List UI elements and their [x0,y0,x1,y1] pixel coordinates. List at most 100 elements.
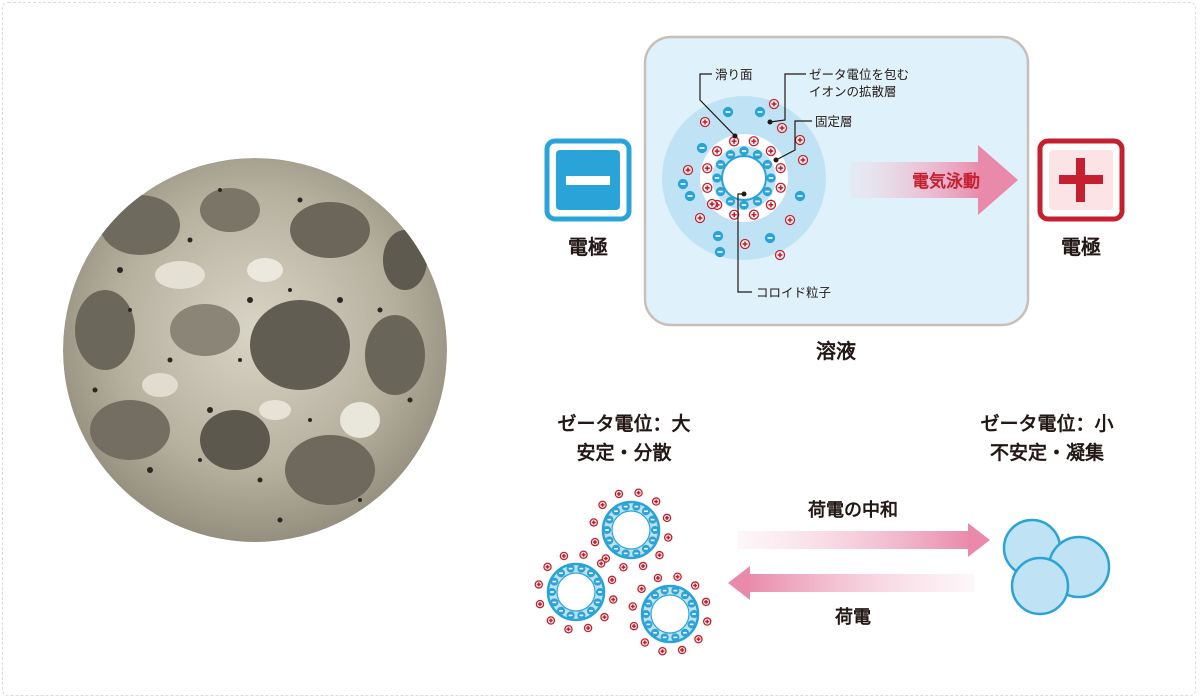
positive-ion-icon [535,599,545,609]
positive-ion-icon [658,646,667,656]
positive-ion-icon [629,621,639,631]
negative-ion-icon [577,564,586,573]
negative-ion-icon [725,196,736,207]
negative-ion-icon [689,609,699,619]
positive-ion-icon [601,554,611,563]
positive-ion-icon [729,209,740,220]
positive-ion-icon [634,488,643,498]
negative-ion-icon [680,628,690,637]
negative-ion-icon [593,598,602,607]
positive-ion-icon [559,551,569,561]
negative-ion-icon [762,159,773,170]
positive-ion-icon [728,136,740,147]
electrophoresis-label: 電気泳動 [912,171,980,192]
positive-ion-icon [564,624,573,634]
positive-ion-icon [765,199,777,210]
positive-ion-icon [702,182,713,194]
negative-ion-icon [644,599,653,608]
positive-ion-icon [775,162,786,174]
negative-ion-icon [687,599,696,608]
negative-ion-icon [641,544,651,553]
positive-ion-icon [694,634,703,644]
negative-ion-icon [671,633,680,642]
slip-plane-label: 滑り面 [715,67,753,82]
diffuse-layer-label-1: ゼータ電位を包む [809,67,909,82]
positive-ion-icon [600,612,609,622]
negative-ion-icon [677,178,689,190]
diffuse-layer-label-2: イオンの拡散層 [809,84,897,99]
negative-ion-icon [764,232,776,244]
negative-ion-icon [712,230,724,242]
stable-state-line1: ゼータ電位：大 [557,412,690,435]
negative-ion-icon [714,246,726,258]
negative-ion-icon [766,173,776,183]
positive-ion-icon [628,602,638,611]
negative-ion-icon [605,515,614,524]
negative-ion-icon [687,620,696,629]
colloid-core [721,155,767,201]
positive-ion-icon [711,146,723,157]
negative-ion-icon [754,106,766,118]
negative-ion-icon [752,196,763,207]
negative-ion-icon [641,609,651,619]
positive-ion-icon [640,638,650,647]
negative-ion-icon [550,577,559,586]
negative-ion-icon [660,633,669,642]
negative-ion-icon [611,544,621,553]
negative-ion-icon [671,586,680,595]
negative-ion-icon [586,606,596,615]
positive-ion-icon [598,500,607,510]
positive-ion-icon [702,617,712,626]
positive-ion-icon [774,249,786,261]
negative-ion-icon [566,564,575,573]
positive-ion-icon [534,580,544,589]
negative-ion-icon [650,591,660,600]
positive-ion-icon [775,182,786,193]
dispersed-particles [534,488,712,656]
fixed-layer-label: 固定層 [815,114,853,129]
negative-ion-icon [794,190,806,202]
neutralization-label: 荷電の中和 [808,499,898,521]
negative-ion-icon [650,525,660,535]
positive-electrode [1037,138,1125,222]
positive-ion-icon [702,163,713,174]
colloid-particle-label: コロイド粒子 [756,285,831,300]
positive-ion-icon [651,497,661,506]
neutralization-arrow [738,523,990,557]
positive-ion-icon [637,584,646,594]
minus-icon [566,176,610,185]
positive-ion-icon [608,595,618,604]
negative-electrode [544,138,632,222]
positive-ion-icon [662,513,672,523]
negative-ion-icon [605,536,614,545]
unstable-state-line1: ゼータ電位：小 [980,412,1113,435]
plus-icon [1059,158,1103,202]
negative-ion-icon [739,146,749,156]
negative-ion-icon [696,142,708,154]
positive-ion-icon [546,616,556,625]
negative-ion-icon [725,149,736,160]
negative-ion-icon [684,190,696,202]
negative-ion-icon [660,586,669,595]
positive-ion-icon [765,145,776,157]
negative-ion-icon [577,611,586,620]
positive-ion-icon [748,209,760,220]
negative-ion-icon [680,591,690,600]
positive-ion-icon [583,623,593,633]
positive-ion-icon [682,164,694,176]
positive-ion-icon [748,136,759,147]
negative-ion-icon [595,587,605,597]
negative-ion-icon [621,502,630,511]
negative-ion-icon [550,598,559,607]
porous-rock-photo [63,158,447,542]
positive-ion-icon [739,238,751,250]
positive-ion-icon [579,550,588,560]
negative-ion-icon [641,507,651,516]
positive-ion-icon [663,533,673,542]
positive-ion-icon [638,561,648,571]
solution-label: 溶液 [816,339,857,363]
callout-lines [699,73,812,293]
positive-ion-icon [673,572,682,582]
positive-ion-icon [596,559,606,568]
